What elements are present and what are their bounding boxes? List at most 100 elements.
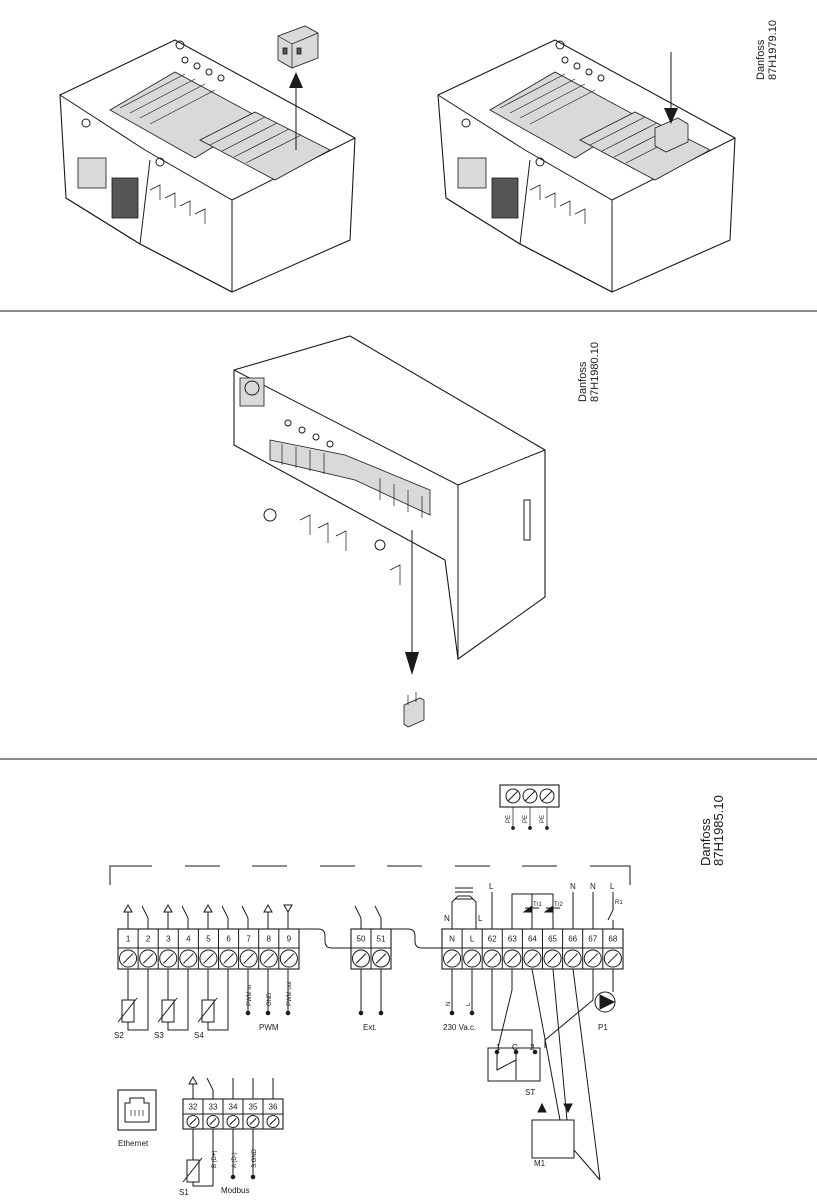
st-m1-wiring xyxy=(487,968,616,1181)
terminal-number: 7 xyxy=(246,935,251,944)
terminal-number: 1 xyxy=(126,935,131,944)
pe-terminal-block: PE PE PE xyxy=(499,784,560,830)
housing-outline xyxy=(109,865,631,885)
label-p1: P1 xyxy=(598,1023,608,1032)
terminal-number: 8 xyxy=(267,935,272,944)
ethernet-port xyxy=(117,1089,157,1131)
terminal-screw xyxy=(179,949,198,968)
svg-text:Danfoss: Danfoss xyxy=(577,361,589,402)
label-n-top: N xyxy=(444,914,450,923)
terminal-number: 3 xyxy=(166,935,171,944)
label-ethernet: Ethernet xyxy=(118,1139,149,1148)
terminal-screw xyxy=(463,949,482,968)
label-b-d-plus: B (D+) xyxy=(212,1150,218,1168)
label-l-62: L xyxy=(489,882,494,891)
label-tr1: Tr1 xyxy=(533,902,542,908)
terminal-number: 63 xyxy=(508,935,517,944)
terminal-screw xyxy=(443,949,462,968)
terminal-number: 68 xyxy=(608,935,617,944)
terminal-number: 6 xyxy=(226,935,231,944)
terminal-screw xyxy=(372,949,390,968)
terminal-number: 32 xyxy=(189,1103,198,1112)
strip-bridge-2 xyxy=(391,928,442,949)
figure-code-2: Danfoss 87H1980.10 xyxy=(577,342,601,402)
label-m1: M1 xyxy=(534,1159,546,1168)
label-pwm-out: PWM out xyxy=(287,981,293,1006)
label-s2: S2 xyxy=(114,1031,124,1040)
terminal-screw xyxy=(199,949,218,968)
label-st-c: C xyxy=(512,1043,518,1052)
label-st: ST xyxy=(525,1088,535,1097)
terminal-strip-ext: 50 51 xyxy=(350,928,392,970)
label-230vac: 230 Va.c. xyxy=(443,1023,476,1032)
terminal-screw xyxy=(563,949,582,968)
terminal-number: N xyxy=(449,935,455,944)
terminal-number: 65 xyxy=(548,935,557,944)
label-s1: S1 xyxy=(179,1188,189,1197)
label-l-bottom: L xyxy=(466,1002,472,1006)
terminal-number: 64 xyxy=(528,935,537,944)
controller-illustration-3 xyxy=(233,335,546,728)
terminal-number: 62 xyxy=(488,935,497,944)
terminal-screw xyxy=(139,949,158,968)
terminal-number: 51 xyxy=(377,935,386,944)
terminal-screw xyxy=(159,949,178,968)
input-symbols xyxy=(123,903,382,929)
terminal-screw xyxy=(583,949,602,968)
svg-text:87H1979.10: 87H1979.10 xyxy=(767,20,779,80)
terminal-screw xyxy=(543,949,562,968)
label-tr2: Tr2 xyxy=(554,902,563,908)
label-n-bottom: N xyxy=(446,1002,452,1006)
label-ext: Ext. xyxy=(363,1023,377,1032)
terminal-screw xyxy=(266,1115,280,1128)
terminal-number: 66 xyxy=(568,935,577,944)
modbus-wiring xyxy=(182,1075,274,1187)
terminal-screw xyxy=(219,949,238,968)
label-n-67: N xyxy=(590,882,596,891)
label-modbus: Modbus xyxy=(221,1186,249,1195)
label-a-d-minus: A (D-) xyxy=(232,1152,238,1168)
terminal-number: 9 xyxy=(287,935,292,944)
svg-text:Danfoss: Danfoss xyxy=(755,39,767,80)
terminal-strip-right: N L 62 63 64 65 66 67 68 xyxy=(441,928,624,970)
terminal-number: 50 xyxy=(357,935,366,944)
figure-code-1: Danfoss 87H1979.10 xyxy=(755,20,779,80)
terminal-screw xyxy=(186,1115,200,1128)
terminal-screw xyxy=(503,949,522,968)
terminal-number: 5 xyxy=(206,935,211,944)
pe-label-3: PE xyxy=(540,815,546,823)
pe-label-2: PE xyxy=(523,815,529,823)
output-symbols xyxy=(451,887,614,929)
terminal-screw xyxy=(603,949,622,968)
label-pwm-in: PWM in xyxy=(247,985,253,1006)
terminal-screw xyxy=(483,949,502,968)
terminal-screw xyxy=(352,949,370,968)
svg-text:87H1985.10: 87H1985.10 xyxy=(711,795,726,866)
controller-illustration-2 xyxy=(437,39,736,293)
terminal-number: 67 xyxy=(588,935,597,944)
terminal-screw xyxy=(279,949,298,968)
label-st-1: 1 xyxy=(496,1043,501,1052)
terminal-screw xyxy=(119,949,138,968)
terminal-number: 35 xyxy=(249,1103,258,1112)
terminal-screw xyxy=(246,1115,260,1128)
terminal-number: 36 xyxy=(269,1103,278,1112)
terminal-screw xyxy=(239,949,258,968)
sensors-group xyxy=(117,969,475,1031)
svg-text:87H1980.10: 87H1980.10 xyxy=(589,342,601,402)
controller-illustration-1 xyxy=(59,25,356,293)
terminal-screw xyxy=(523,949,542,968)
label-gnd: GND xyxy=(267,992,273,1006)
terminal-number: L xyxy=(470,935,475,944)
terminal-screw xyxy=(259,949,278,968)
label-r1: R1 xyxy=(615,900,623,906)
label-s-gnd: S.GND xyxy=(252,1148,258,1168)
label-s4: S4 xyxy=(194,1031,204,1040)
label-s3: S3 xyxy=(154,1031,164,1040)
label-l-68: L xyxy=(610,882,615,891)
terminal-screw xyxy=(226,1115,240,1128)
label-n-66: N xyxy=(570,882,576,891)
